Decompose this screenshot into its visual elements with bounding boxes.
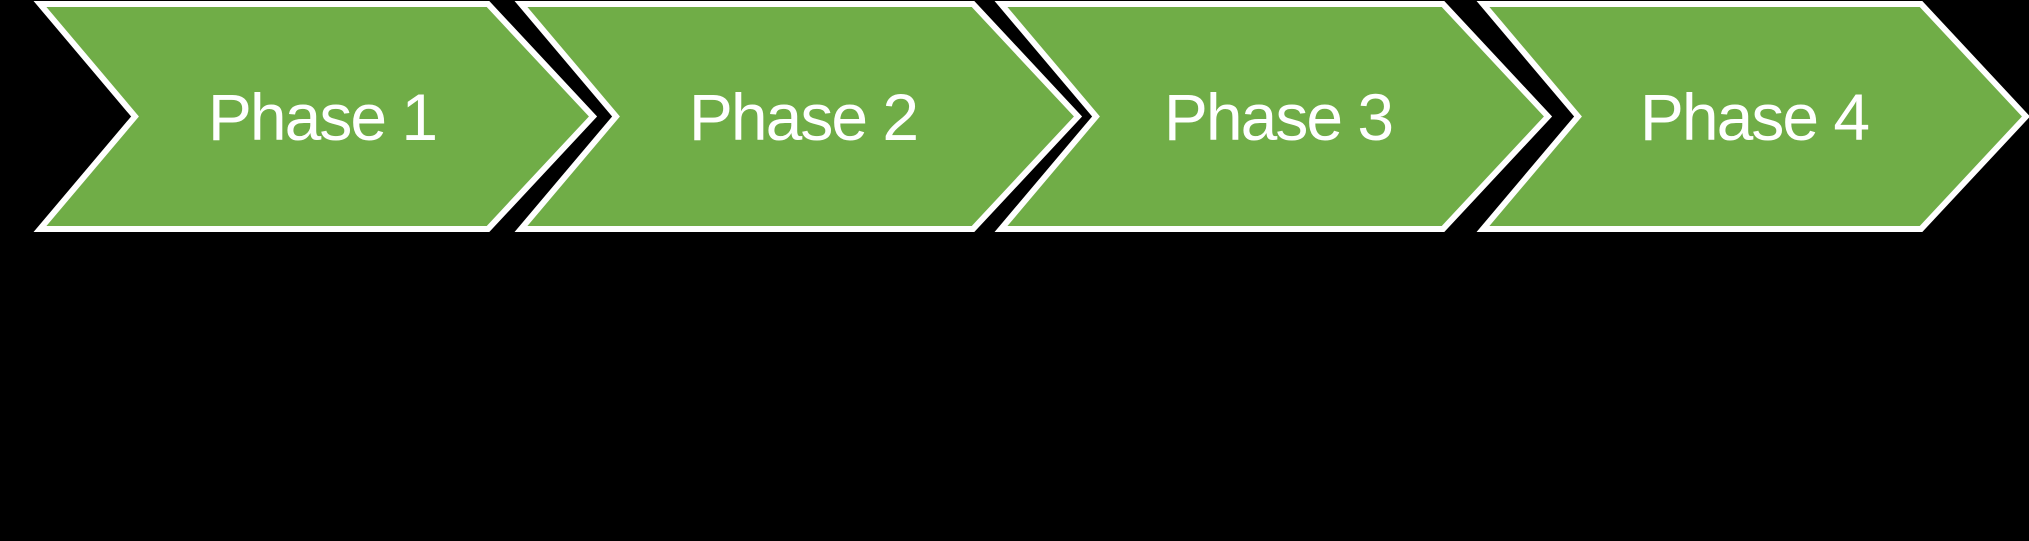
phase-1-chevron: Phase 1 xyxy=(33,1,598,232)
phase-3-label: Phase 3 xyxy=(1164,80,1392,154)
phase-3-chevron: Phase 3 xyxy=(994,1,1553,232)
phase-2-arrow-shape xyxy=(514,1,1083,232)
phase-4-arrow-shape xyxy=(1476,1,2029,232)
phase-2-chevron: Phase 2 xyxy=(514,1,1083,232)
phase-1-arrow-shape xyxy=(33,1,598,232)
phase-4-label: Phase 4 xyxy=(1640,80,1868,154)
phase-4-chevron: Phase 4 xyxy=(1476,1,2029,232)
phase-1-label: Phase 1 xyxy=(208,80,436,154)
phase-2-label: Phase 2 xyxy=(689,80,917,154)
phase-3-arrow-shape xyxy=(994,1,1553,232)
